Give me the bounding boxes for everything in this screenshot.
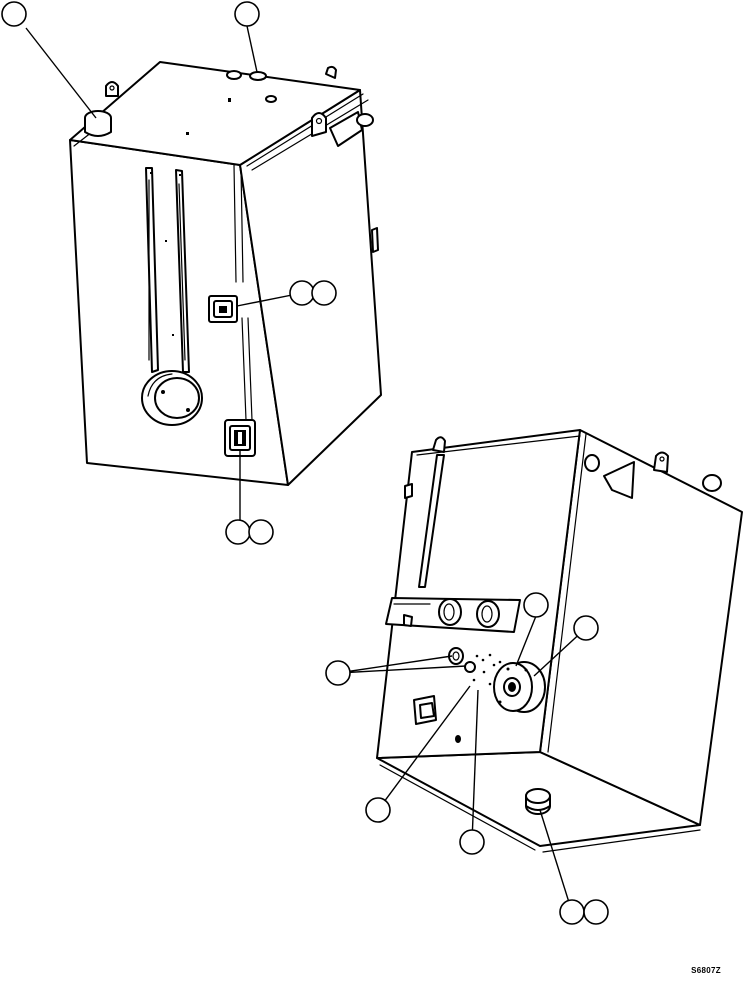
callout-balloon — [248, 519, 274, 545]
drain-plug — [525, 788, 551, 815]
sight-gauge-upper — [208, 295, 238, 323]
suction-port — [141, 370, 203, 426]
callouts — [1, 1, 609, 925]
callout-balloon — [234, 1, 260, 27]
lower-side-stub — [404, 454, 722, 499]
sight-gauge-lower — [413, 695, 461, 743]
callout-balloon — [459, 829, 485, 855]
top-fittings — [186, 70, 277, 135]
return-diffuser — [493, 661, 546, 713]
upper-tank-top-face — [69, 61, 361, 166]
callout-balloon — [1, 1, 27, 27]
callout-balloon — [573, 615, 599, 641]
callout-balloon — [523, 592, 549, 618]
callout-balloon — [325, 660, 351, 686]
callout-balloon — [365, 797, 391, 823]
callout-balloon — [289, 280, 315, 306]
side-stub — [329, 111, 379, 253]
lower-lifting-lugs — [432, 436, 669, 473]
drawing-number: S6807Z — [691, 966, 721, 975]
lifting-lugs — [105, 65, 337, 137]
callout-balloon — [311, 280, 337, 306]
filler-cap — [84, 110, 112, 137]
lower-tank — [376, 429, 743, 853]
upper-tank — [69, 61, 382, 486]
small-fittings — [448, 647, 502, 686]
sight-strips — [145, 167, 190, 373]
callout-balloon — [583, 899, 609, 925]
callout-balloon — [559, 899, 585, 925]
callout-balloon — [225, 519, 251, 545]
level-rod — [418, 454, 445, 588]
mounting-bracket — [385, 597, 521, 633]
